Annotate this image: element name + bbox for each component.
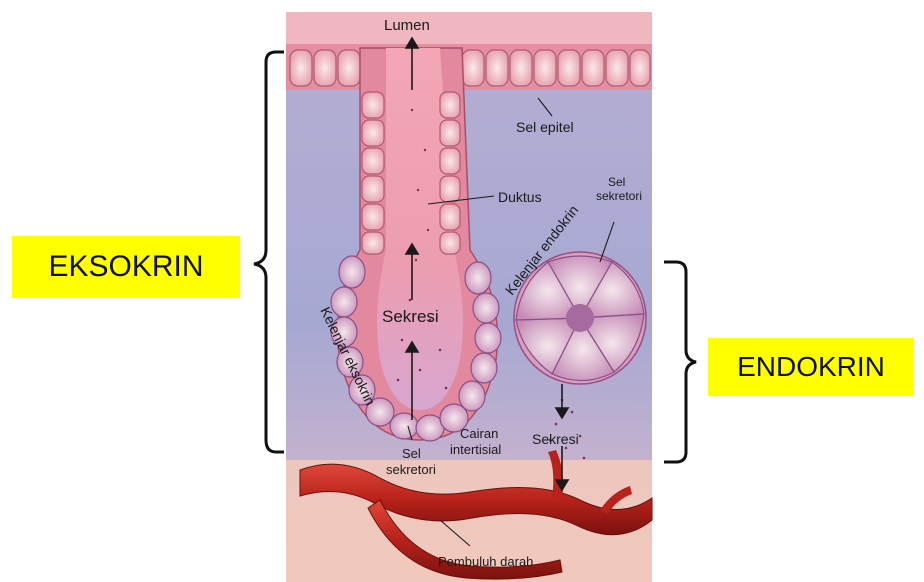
label-sekresi-exo: Sekresi [382,307,439,326]
exocrine-brace [254,52,284,452]
label-sel-sekretori-bottom-1: Sel [402,446,421,461]
label-sel-epitel: Sel epitel [516,119,574,135]
endocrine-tag: ENDOKRIN [708,338,914,396]
exocrine-tag: EKSOKRIN [12,236,240,298]
label-duktus: Duktus [498,189,542,205]
endocrine-brace [664,262,696,462]
label-lumen: Lumen [384,17,430,34]
label-pembuluh-darah: Pembuluh darah [438,554,533,569]
label-sel-sekretori-top-1: Sel [608,175,625,189]
label-sel-sekretori-top-2: sekretori [596,189,642,203]
surface-epithelium [286,12,652,90]
label-sekresi-endo: Sekresi [532,431,579,447]
label-cairan-1: Cairan [460,426,498,441]
label-cairan-2: intertisial [450,442,501,457]
label-sel-sekretori-bottom-2: sekretori [386,462,436,477]
